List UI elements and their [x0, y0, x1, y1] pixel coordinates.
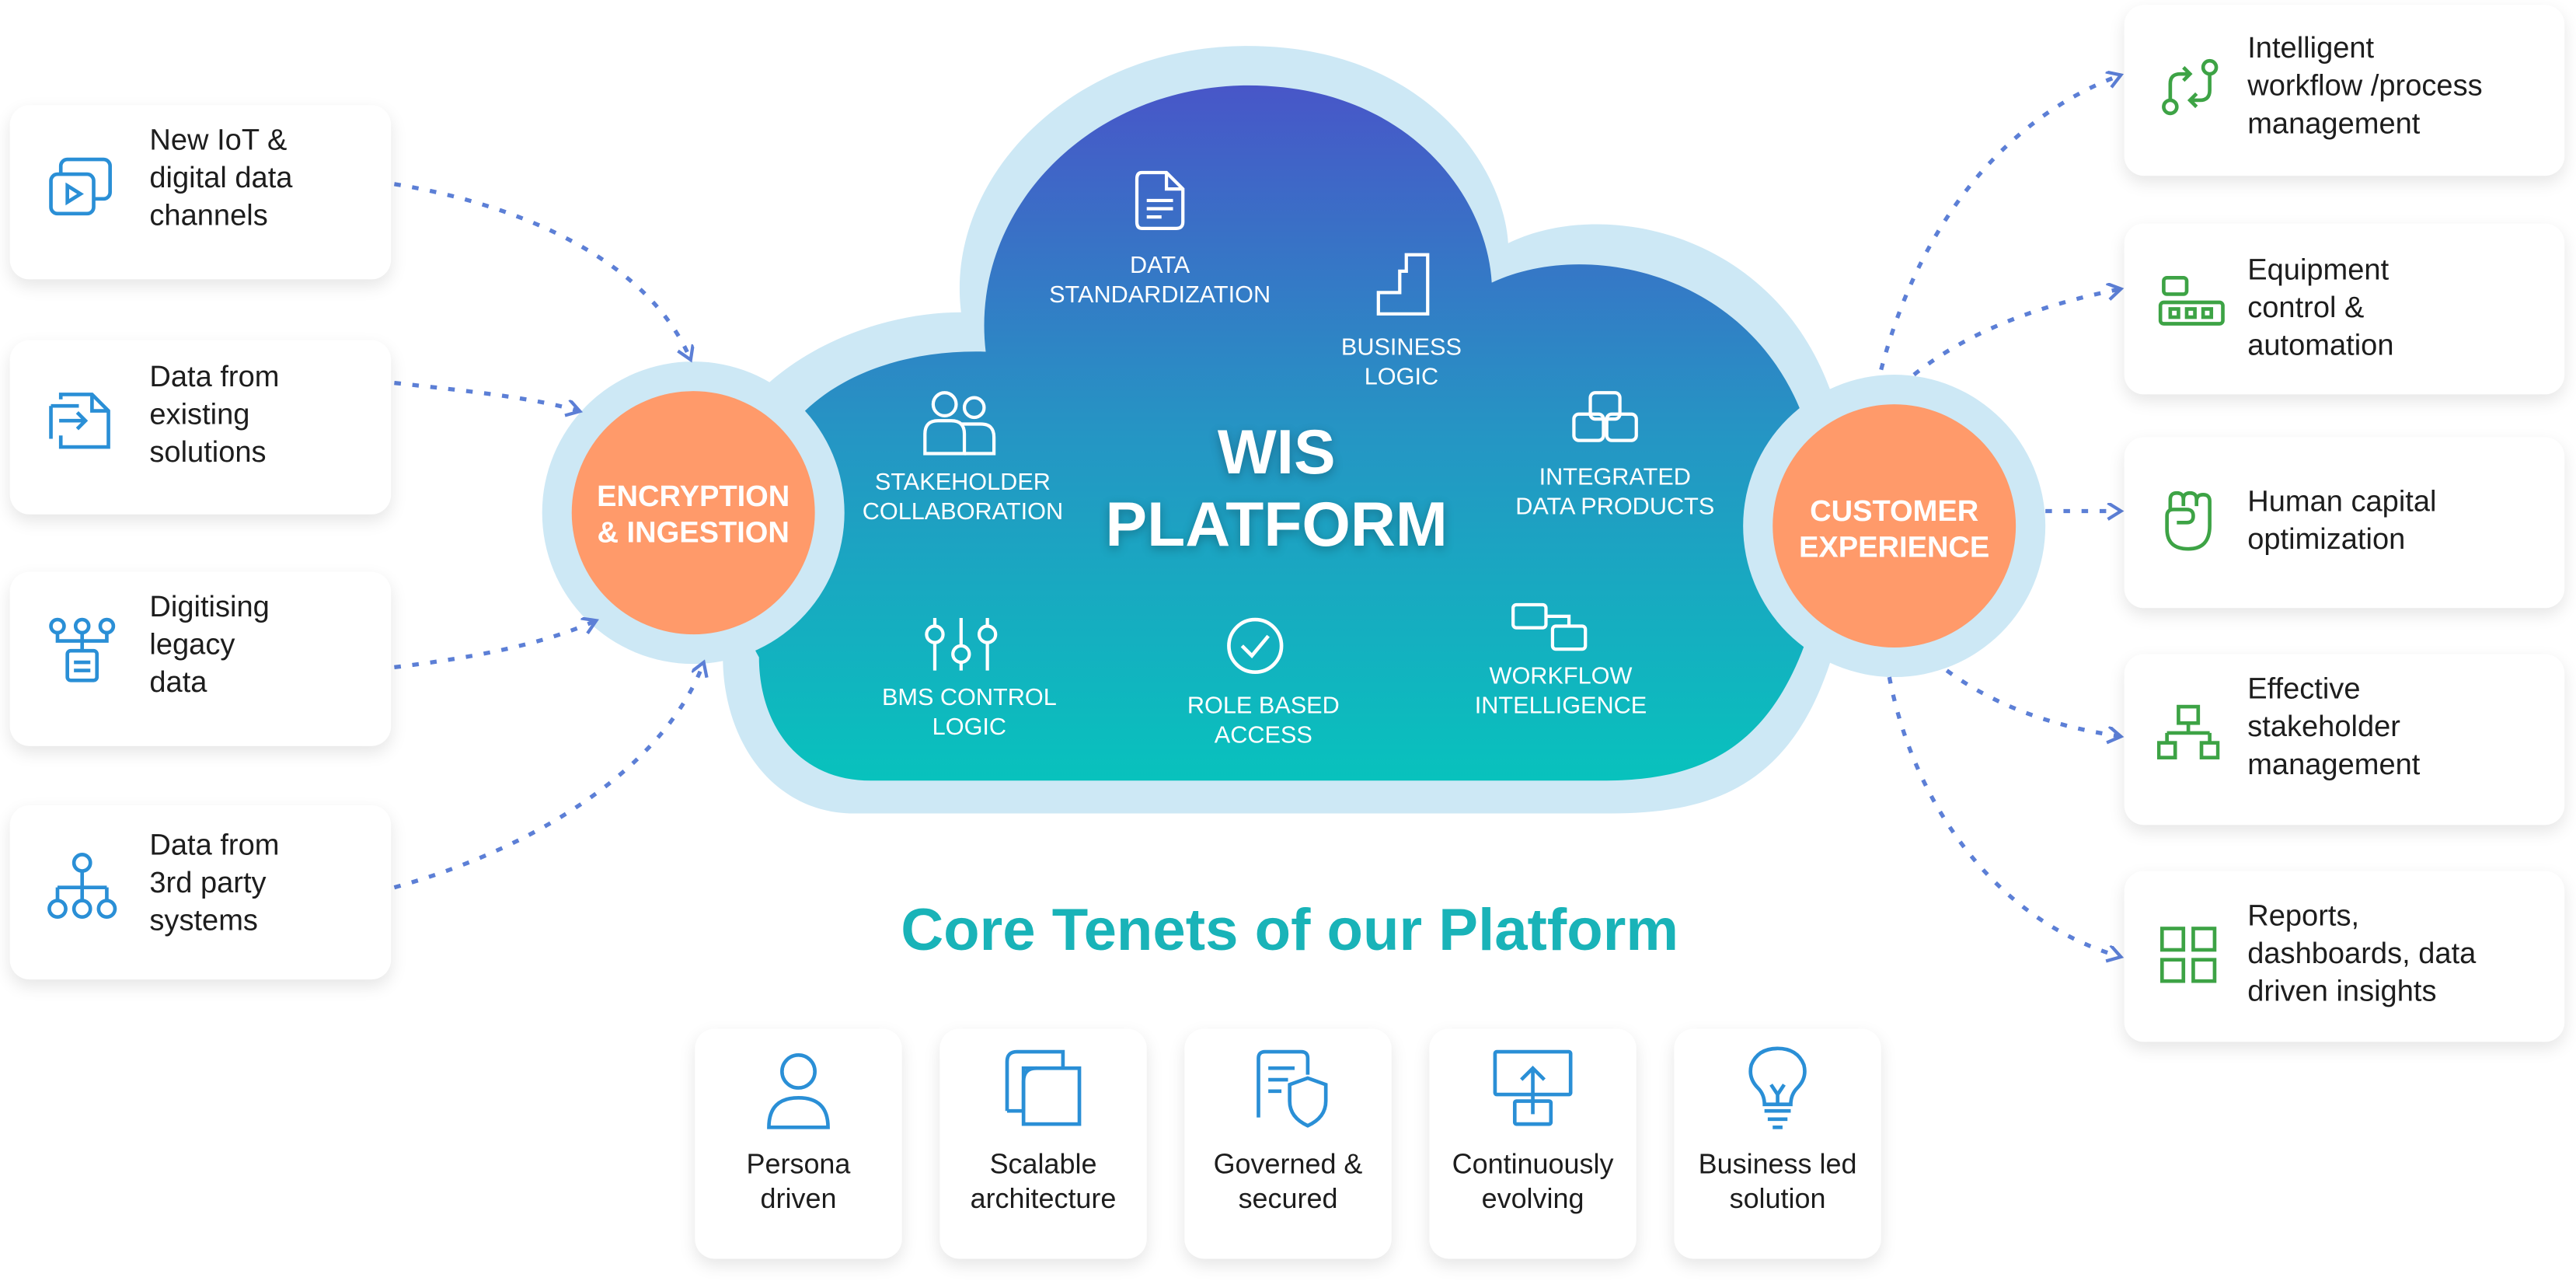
wis-platform-title: WIS PLATFORM [1105, 419, 1448, 560]
shield-document-icon [1246, 1045, 1331, 1140]
core-tenets-title: Core Tenets of our Platform [901, 895, 1679, 963]
outcome-label: Human capital optimization [2247, 484, 2437, 556]
arrow-input-4 [393, 664, 702, 890]
tenet-card-evolving: Continuously evolving [1429, 1028, 1637, 1259]
input-label: Data from 3rd party systems [149, 828, 280, 937]
outcome-card-reports: Reports, dashboards, data driven insight… [2124, 871, 2565, 1042]
video-play-icon [46, 155, 115, 229]
input-label: New IoT & digital data channels [149, 123, 293, 232]
outcome-card-stakeholder: Effective stakeholder management [2124, 654, 2565, 825]
tenet-label: Governed & secured [1213, 1148, 1363, 1215]
right-circle [1773, 404, 2017, 647]
steps-icon [1373, 250, 1432, 326]
dashboard-grid-icon [2157, 923, 2219, 994]
tenet-label: Continuously evolving [1452, 1148, 1614, 1215]
arrow-input-1 [393, 182, 690, 358]
input-card-legacy: Digitising legacy data [9, 571, 392, 746]
arrow-input-3 [394, 621, 594, 669]
document-icon [1132, 168, 1188, 242]
file-import-icon [46, 386, 115, 463]
scalable-squares-icon [1001, 1045, 1086, 1140]
capability-label: BUSINESS LOGIC [1340, 335, 1462, 392]
tenet-label: Scalable architecture [970, 1148, 1117, 1215]
left-circle [571, 391, 815, 635]
hierarchy-icon [2156, 703, 2220, 771]
capability-label: INTEGRATED DATA PRODUCTS [1515, 465, 1715, 522]
arrow-outcome-4 [1945, 668, 2119, 737]
input-label: Digitising legacy data [149, 589, 270, 699]
sliders-icon [922, 615, 1000, 682]
tenet-card-governed: Governed & secured [1184, 1028, 1392, 1259]
outcome-label: Intelligent workflow /process management [2247, 31, 2483, 140]
upload-monitor-icon [1490, 1045, 1576, 1140]
tenet-card-persona: Persona driven [695, 1028, 902, 1259]
workflow-boxes-icon [1510, 602, 1592, 662]
cubes-icon [1569, 388, 1641, 459]
outcome-label: Equipment control & automation [2247, 253, 2394, 362]
capability-label: DATA STANDARDIZATION [1049, 253, 1271, 309]
outcome-label: Effective stakeholder management [2247, 672, 2421, 781]
process-flow-icon [2157, 54, 2223, 128]
people-icon [922, 388, 997, 465]
outcome-card-human-capital: Human capital optimization [2124, 437, 2565, 609]
arrow-outcome-2 [1912, 289, 2119, 377]
lightbulb-icon [1735, 1045, 1821, 1140]
arrow-input-2 [394, 380, 578, 411]
outcome-card-equipment: Equipment control & automation [2124, 223, 2565, 395]
customer-experience-label: CUSTOMER EXPERIENCE [1798, 494, 1990, 564]
check-circle-icon [1224, 615, 1286, 686]
capability-label: STAKEHOLDER COLLABORATION [862, 469, 1064, 526]
outcome-card-workflow: Intelligent workflow /process management [2124, 5, 2565, 176]
input-label: Data from existing solutions [149, 360, 280, 469]
control-panel-icon [2157, 273, 2226, 337]
encryption-ingestion-label: ENCRYPTION & INGESTION [597, 480, 790, 550]
arrow-outcome-1 [1879, 75, 2120, 371]
input-card-existing: Data from existing solutions [9, 340, 392, 515]
fist-icon [2157, 487, 2223, 564]
tenet-card-scalable: Scalable architecture [939, 1028, 1147, 1259]
input-card-3rd-party: Data from 3rd party systems [9, 805, 392, 980]
capability-label: BMS CONTROL LOGIC [881, 685, 1057, 742]
org-hierarchy-icon [46, 851, 118, 932]
tenet-card-business: Business led solution [1674, 1028, 1881, 1259]
network-document-icon [46, 615, 118, 696]
arrow-outcome-5 [1887, 676, 2119, 956]
outcome-label: Reports, dashboards, data driven insight… [2247, 899, 2477, 1008]
tenet-label: Business led solution [1698, 1148, 1857, 1215]
cloud-body [740, 85, 1863, 781]
tenet-label: Persona driven [746, 1148, 851, 1215]
capability-label: WORKFLOW INTELLIGENCE [1474, 664, 1647, 721]
person-icon [756, 1045, 842, 1140]
capability-label: ROLE BASED ACCESS [1187, 693, 1340, 750]
input-card-iot: New IoT & digital data channels [9, 105, 392, 280]
